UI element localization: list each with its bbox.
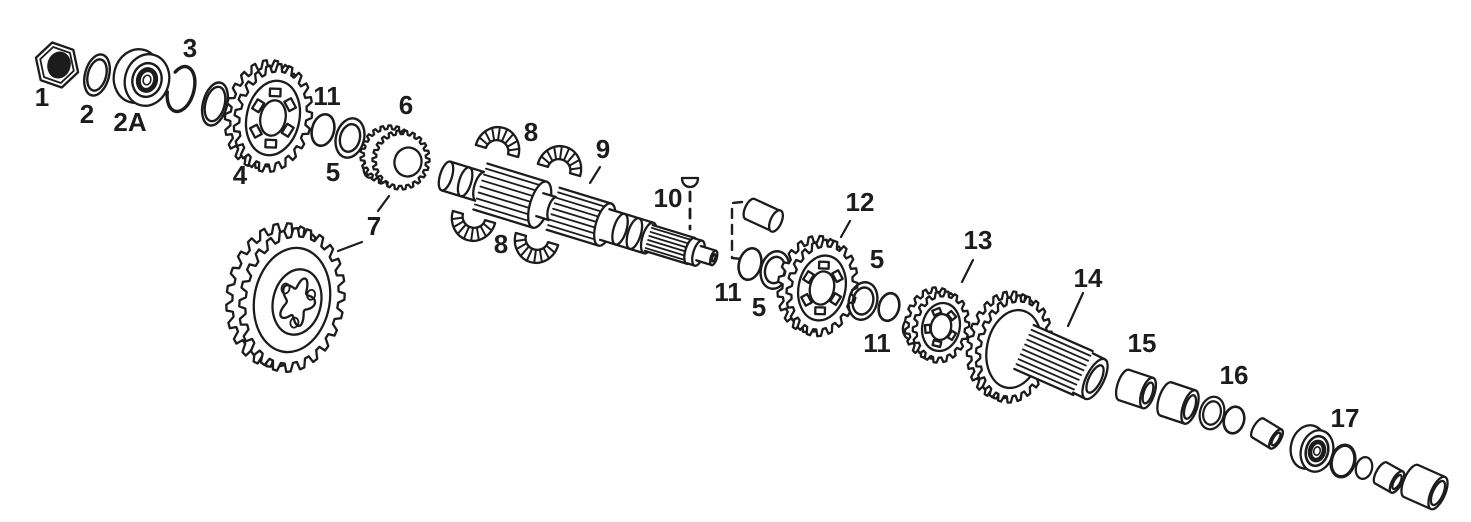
callout-part-8a: 8 <box>524 117 538 147</box>
callout-part-12: 12 <box>846 187 875 217</box>
part-3-retaining-rings <box>165 64 230 127</box>
callout-part-14: 14 <box>1074 263 1103 293</box>
callout-part-7: 7 <box>367 211 381 241</box>
callout-part-10: 10 <box>654 183 683 213</box>
callout-part-5b: 5 <box>752 292 766 322</box>
callout-part-5a: 5 <box>326 157 340 187</box>
callout-part-2a: 2A <box>113 107 146 137</box>
callout-part-2: 2 <box>80 99 94 129</box>
callout-part-8b: 8 <box>494 229 508 259</box>
callout-part-17: 17 <box>1331 403 1360 433</box>
part-8-bearing-retainer-clips <box>450 126 583 264</box>
callout-part-11c: 11 <box>863 328 891 358</box>
part-6-spur-gear <box>359 124 431 191</box>
callout-part-5c: 5 <box>870 244 884 274</box>
part-15-sleeves <box>1114 368 1200 425</box>
callout-part-11b: 11 <box>714 277 742 307</box>
part-16-rings <box>1198 395 1285 450</box>
part-2a-bearing <box>112 48 171 107</box>
part-13-dog-gear <box>901 286 971 364</box>
part-4-dog-gear <box>223 59 314 173</box>
diagram-artwork <box>34 41 1449 511</box>
part-10-key <box>680 176 700 231</box>
callout-labels: 1 2 2A 3 4 11 5 6 7 8 9 8 10 11 5 12 5 1… <box>35 33 1360 433</box>
callout-part-15: 15 <box>1128 328 1157 358</box>
callout-part-6: 6 <box>399 90 413 120</box>
callout-part-13: 13 <box>964 225 993 255</box>
part-14-gear-with-splined-hub <box>965 290 1109 404</box>
part-2-washer <box>82 53 112 97</box>
part-17-bearing-set <box>1289 424 1449 511</box>
part-12-dog-gear <box>776 234 859 338</box>
callout-leader-lines <box>336 165 1085 328</box>
part-5-washer-c <box>847 281 879 321</box>
callout-part-3: 3 <box>183 33 197 63</box>
callout-part-1: 1 <box>35 82 49 112</box>
callout-part-9: 9 <box>596 134 610 164</box>
callout-part-16: 16 <box>1220 360 1249 390</box>
pin-with-locating-bracket <box>730 197 785 261</box>
part-7-large-gear <box>225 222 346 373</box>
part-1-hex-nut <box>34 41 80 89</box>
part-11-ring-a <box>310 112 336 148</box>
part-9-countershaft <box>437 160 719 267</box>
callout-part-4: 4 <box>233 160 248 190</box>
part-11-ring-c <box>877 291 901 323</box>
callout-part-11a: 11 <box>313 81 341 111</box>
